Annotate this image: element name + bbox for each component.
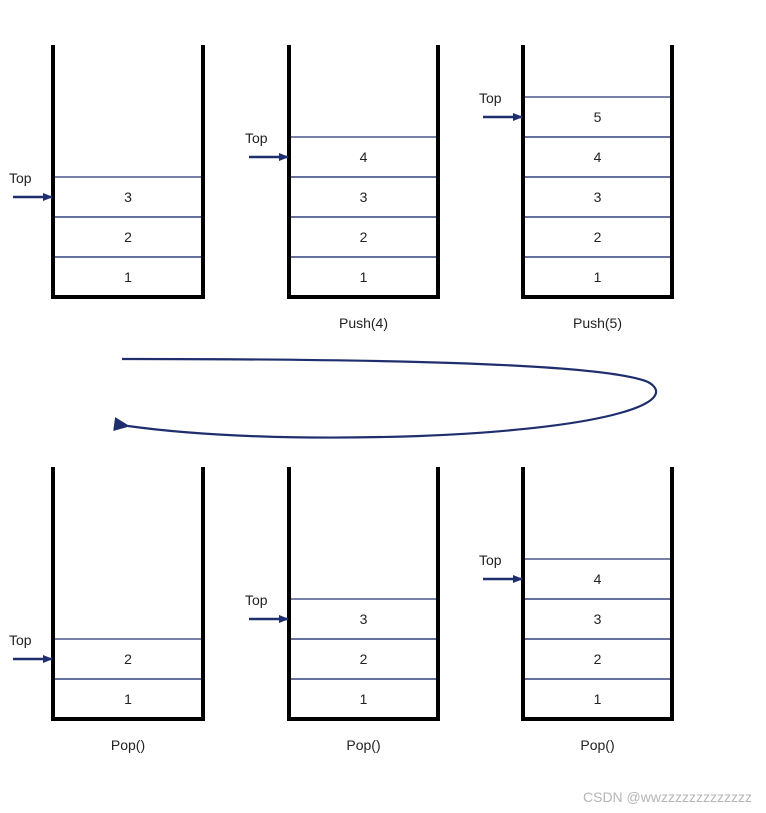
stack-walls bbox=[287, 467, 440, 721]
top-pointer-label: Top bbox=[9, 632, 32, 648]
stack-walls bbox=[521, 467, 674, 721]
stack-walls bbox=[521, 45, 674, 299]
stack-cell-value: 2 bbox=[360, 651, 368, 667]
stack-cell-value: 1 bbox=[594, 691, 602, 707]
watermark: CSDN @wwzzzzzzzzzzzzz bbox=[583, 789, 752, 805]
stack-cell-value: 2 bbox=[594, 229, 602, 245]
top-pointer-label: Top bbox=[245, 592, 268, 608]
stack-cell-value: 4 bbox=[594, 571, 602, 587]
stack-cell-value: 3 bbox=[124, 189, 132, 205]
stack-cell-value: 2 bbox=[360, 229, 368, 245]
stack-container-1: 1 2 3 Top bbox=[9, 45, 205, 299]
top-pointer-label: Top bbox=[245, 130, 268, 146]
cycle-arrow bbox=[113, 357, 658, 439]
stack-cell-value: 3 bbox=[360, 611, 368, 627]
stack-cell-value: 1 bbox=[124, 269, 132, 285]
operation-caption: Push(4) bbox=[339, 315, 388, 331]
stack-cell-value: 1 bbox=[594, 269, 602, 285]
operation-caption: Pop() bbox=[111, 737, 145, 753]
stack-cell-value: 1 bbox=[124, 691, 132, 707]
stack-walls bbox=[287, 45, 440, 299]
stack-cell-value: 1 bbox=[360, 691, 368, 707]
stack-cell-value: 4 bbox=[360, 149, 368, 165]
top-pointer-label: Top bbox=[479, 90, 502, 106]
top-pointer-label: Top bbox=[9, 170, 32, 186]
stack-cell-value: 3 bbox=[594, 189, 602, 205]
stack-cell-value: 2 bbox=[124, 229, 132, 245]
stack-cell-value: 4 bbox=[594, 149, 602, 165]
stack-cell-value: 3 bbox=[594, 611, 602, 627]
stack-walls bbox=[51, 45, 205, 299]
stack-cell-value: 2 bbox=[594, 651, 602, 667]
operation-caption: Pop() bbox=[346, 737, 380, 753]
stack-walls bbox=[51, 467, 205, 721]
top-pointer-label: Top bbox=[479, 552, 502, 568]
operation-caption: Pop() bbox=[580, 737, 614, 753]
stack-cell-value: 3 bbox=[360, 189, 368, 205]
stack-cell-value: 2 bbox=[124, 651, 132, 667]
operation-caption: Push(5) bbox=[573, 315, 622, 331]
stack-cell-value: 1 bbox=[360, 269, 368, 285]
stack-cell-value: 5 bbox=[594, 109, 602, 125]
